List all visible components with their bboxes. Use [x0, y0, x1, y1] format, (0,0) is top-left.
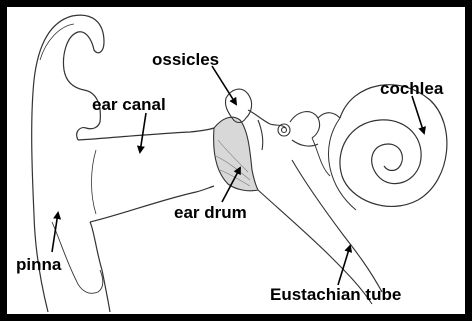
pinna-arrow	[52, 213, 58, 252]
ear-drum-shape	[214, 117, 258, 191]
eustachian-tube-outline	[258, 160, 382, 304]
ear-anatomy-diagram: ossicles ear canal cochlea ear drum pinn…	[7, 7, 465, 314]
pinna-label: pinna	[16, 255, 62, 274]
inner-ear-canals	[290, 112, 340, 146]
ossicles-arrow	[212, 66, 236, 104]
ear-canal-arrow	[140, 113, 146, 152]
eustachian-tube-label: Eustachian tube	[270, 285, 401, 304]
ear-drum-label: ear drum	[174, 203, 247, 222]
diagram-panel: ossicles ear canal cochlea ear drum pinn…	[7, 7, 465, 314]
cochlea-arrow	[412, 96, 424, 133]
ear-canal-label: ear canal	[92, 95, 166, 114]
ossicles-label: ossicles	[152, 50, 219, 69]
cochlea-shape	[312, 85, 447, 210]
cochlea-label: cochlea	[380, 79, 444, 98]
